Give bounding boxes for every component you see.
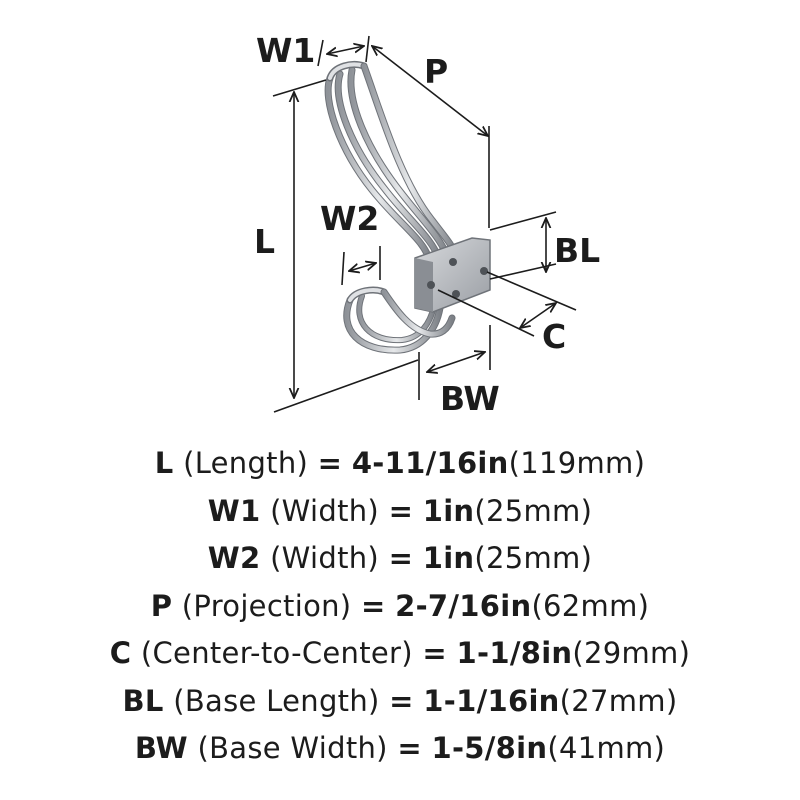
spec-row-base-length: BL (Base Length) = 1-1/16in(27mm): [0, 678, 800, 726]
label-l: L: [254, 222, 275, 261]
spec-imperial: 1-5/8in: [431, 731, 548, 765]
dimension-w2: W2: [320, 199, 381, 286]
dimension-c: C: [437, 271, 577, 356]
spec-code: BW: [134, 731, 188, 765]
spec-metric: (62mm): [531, 588, 650, 623]
spec-imperial: 1-1/8in: [456, 636, 573, 670]
spec-metric: (119mm): [508, 446, 646, 480]
spec-row-center-to-center: C (Center-to-Center) = 1-1/8in(29mm): [0, 630, 800, 678]
spec-row-length: L (Length) = 4-11/16in(119mm): [0, 440, 800, 488]
label-bl: BL: [554, 231, 600, 270]
spec-code: BL: [122, 683, 164, 718]
double-hook-illustration: [324, 61, 491, 354]
spec-description: (Base Length): [173, 683, 380, 718]
spec-description: (Base Width): [197, 731, 388, 765]
spec-description: (Center-to-Center): [140, 636, 413, 670]
label-bw: BW: [440, 379, 500, 418]
dimension-l: L: [254, 79, 419, 413]
specifications-list: L (Length) = 4-11/16in(119mm) W1 (Width)…: [0, 440, 800, 773]
base-plate: [414, 237, 491, 313]
spec-code: W1: [207, 493, 261, 528]
spec-row-base-width: BW (Base Width) = 1-5/8in(41mm): [0, 725, 800, 773]
spec-equals: =: [388, 493, 414, 528]
spec-equals: =: [317, 446, 343, 480]
spec-code: L: [154, 446, 174, 480]
spec-imperial: 4-11/16in: [351, 446, 509, 480]
spec-imperial: 2-7/16in: [395, 588, 532, 623]
dimension-bl: BL: [489, 211, 600, 280]
spec-code: P: [150, 588, 173, 623]
spec-description: (Width): [270, 493, 380, 528]
label-w2: W2: [320, 199, 379, 238]
spec-metric: (25mm): [474, 541, 593, 575]
spec-equals: =: [397, 731, 422, 765]
spec-description: (Projection): [181, 588, 352, 623]
spec-equals: =: [388, 541, 414, 575]
spec-equals: =: [360, 588, 386, 623]
label-w1: W1: [256, 31, 315, 70]
screw-hole-top: [449, 258, 457, 266]
spec-metric: (27mm): [559, 683, 678, 718]
spec-metric: (25mm): [474, 493, 593, 528]
spec-description: (Length): [183, 446, 309, 480]
dimension-w1: W1: [256, 31, 370, 70]
dimension-p: P: [372, 46, 490, 228]
spec-metric: (29mm): [572, 636, 691, 670]
spec-metric: (41mm): [547, 731, 666, 765]
spec-imperial: 1-1/16in: [423, 683, 560, 718]
spec-equals: =: [422, 636, 447, 670]
spec-code: C: [109, 636, 132, 670]
hook-dimension-diagram: W1 P L W2 BL C BW: [254, 31, 600, 418]
spec-description: (Width): [270, 541, 380, 575]
spec-imperial: 1in: [422, 541, 475, 575]
screw-hole-left: [427, 281, 435, 289]
label-p: P: [424, 52, 448, 91]
screw-hole-right: [480, 267, 488, 275]
spec-equals: =: [389, 683, 414, 718]
spec-row-width-2: W2 (Width) = 1in(25mm): [0, 535, 800, 583]
spec-imperial: 1in: [422, 493, 475, 528]
screw-hole-bottom: [452, 290, 460, 298]
label-c: C: [542, 317, 566, 356]
spec-row-width-1: W1 (Width) = 1in(25mm): [0, 488, 800, 536]
spec-row-projection: P (Projection) = 2-7/16in(62mm): [0, 583, 800, 631]
spec-code: W2: [207, 541, 261, 575]
dimension-bw: BW: [418, 325, 500, 418]
